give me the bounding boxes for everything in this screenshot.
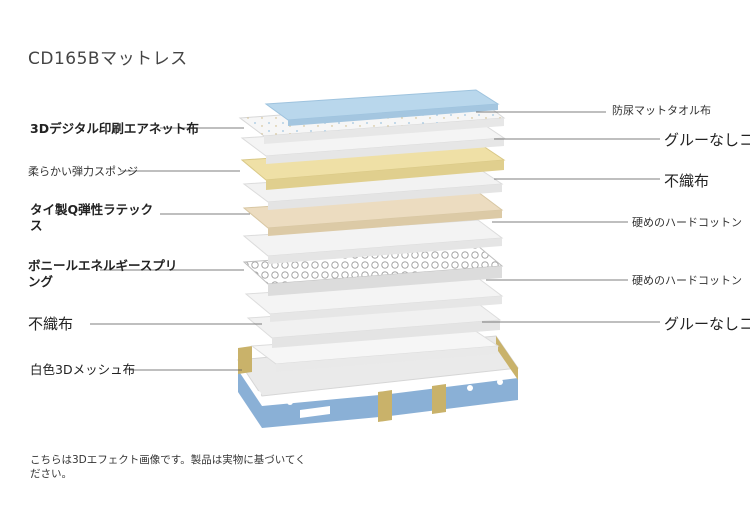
label-nonwoven-left: 不織布 xyxy=(28,315,74,333)
leader-lines-left xyxy=(90,127,262,371)
label-nonwoven-right: 不織布 xyxy=(664,172,710,190)
label-sponge: 柔らかい弾力スポンジ xyxy=(28,165,138,178)
label-latex: タイ製Q弾性ラテックス xyxy=(30,202,154,233)
label-3d-air-mesh: 3Dデジタル印刷エアネット布 xyxy=(30,121,199,136)
label-white-mesh: 白色3Dメッシュ布 xyxy=(30,362,136,377)
label-hard-cotton-upper: 硬めのハードコットン xyxy=(632,216,742,229)
label-urine-proof-towel: 防尿マットタオル布 xyxy=(612,104,711,117)
layer-urine-proof-towel xyxy=(264,89,500,126)
label-glue-free-lower: グルーなしコ xyxy=(664,315,750,333)
page-title: CD165Bマットレス xyxy=(28,49,188,69)
label-hard-cotton-lower: 硬めのハードコットン xyxy=(632,274,742,287)
label-bonnell-spring: ボニールエネルギースプリング xyxy=(28,258,178,289)
disclaimer-note: こちらは3Dエフェクト画像です。製品は実物に基づいてください。 xyxy=(30,454,306,480)
leader-lines-right xyxy=(476,111,660,323)
label-glue-free-upper: グルーなしコ xyxy=(664,131,750,149)
